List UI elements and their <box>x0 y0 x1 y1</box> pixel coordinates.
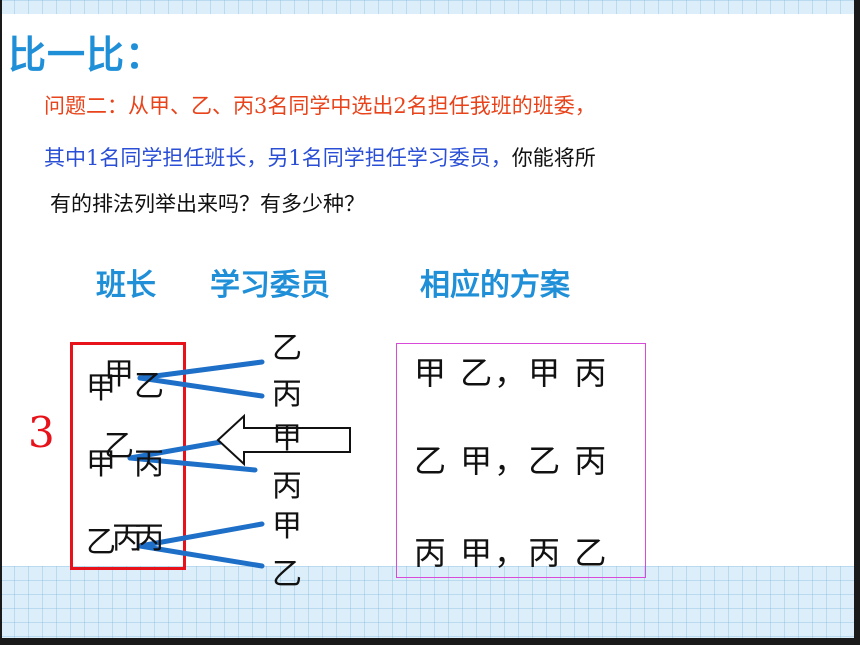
leaf-2: 丙 <box>272 377 302 412</box>
left-border <box>0 0 2 645</box>
tree-node-2-overlay: 乙 <box>104 429 134 464</box>
question-line-1: 问题二：从甲、乙、丙3名同学中选出2名担任我班的班委， <box>44 90 596 120</box>
leaf-3: 甲 <box>272 421 302 456</box>
tree-node-1-overlay: 甲 <box>104 357 134 392</box>
tree-node-1-tail: 乙 <box>134 369 164 404</box>
question-line-2: 其中1名同学担任班长，另1名同学担任学习委员，你能将所 <box>44 142 596 172</box>
right-border <box>854 0 860 645</box>
slide-title: 比一比： <box>8 33 165 77</box>
header-monitor: 班长 <box>96 268 156 303</box>
results-box <box>396 343 646 578</box>
leaf-1: 乙 <box>272 331 302 366</box>
question-text-2-black: 你能将所 <box>511 146 596 170</box>
tree-node-2-base: 甲 <box>86 447 116 482</box>
tree-node-3-overlay: 丙 <box>112 521 142 556</box>
count-label: 3 <box>28 408 55 457</box>
tree-node-1-base: 甲 <box>86 371 116 406</box>
branch-line-3a <box>137 521 265 549</box>
question-text-1: 从甲、乙、丙3名同学中选出2名担任我班的班委， <box>128 94 596 118</box>
leaf-5: 甲 <box>272 509 302 544</box>
monitor-box <box>70 342 186 570</box>
tree-node-2-tail: 丙 <box>134 447 164 482</box>
branch-line-1b <box>137 375 265 399</box>
bottom-grid-band <box>0 566 860 638</box>
branch-line-1a <box>137 359 265 381</box>
question-text-2-blue: 其中1名同学担任班长，另1名同学担任学习委员， <box>44 146 512 170</box>
leaf-4: 丙 <box>272 469 302 504</box>
bottom-border <box>0 638 860 645</box>
result-row-2: 乙 甲，乙 丙 <box>414 442 609 480</box>
header-study-committee: 学习委员 <box>210 268 330 303</box>
left-arrow-icon <box>216 413 351 467</box>
branch-line-2b <box>127 455 258 473</box>
tree-node-3-base: 乙 <box>86 525 116 560</box>
question-label: 问题二： <box>44 94 128 118</box>
result-row-1: 甲 乙，甲 丙 <box>414 354 609 392</box>
question-line-3: 有的排法列举出来吗？有多少种？ <box>50 192 365 216</box>
branch-line-3b <box>137 543 265 569</box>
leaf-6: 乙 <box>272 557 302 592</box>
result-row-3: 丙 甲，丙 乙 <box>414 534 609 572</box>
header-schemes: 相应的方案 <box>420 268 570 303</box>
top-grid-band <box>0 0 860 14</box>
tree-node-3-tail: 丙 <box>134 521 164 556</box>
